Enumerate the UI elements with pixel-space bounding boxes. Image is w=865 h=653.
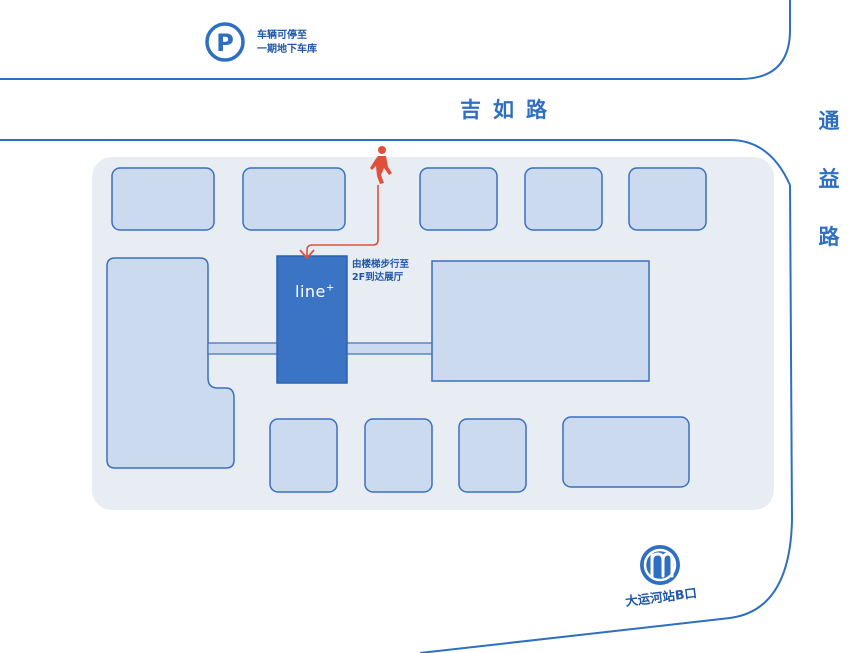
route-arrow-icon: [299, 249, 315, 260]
walking-route: [306, 185, 379, 256]
pedestrian-icon: [370, 146, 392, 184]
parking-note-line1: 车辆可停至: [257, 30, 307, 41]
building-left: [106, 257, 235, 469]
road-label-char: 通: [818, 109, 840, 133]
building: [419, 167, 498, 231]
route-note-line1: 由楼梯步行至: [352, 259, 410, 270]
road-edge-middle: [0, 139, 791, 186]
road-edge-right: [419, 184, 794, 653]
building: [628, 167, 707, 231]
venue-brand-mark: +: [325, 282, 335, 294]
building: [242, 167, 346, 231]
corridor: [345, 342, 434, 355]
building: [431, 260, 650, 382]
venue-building: [276, 255, 348, 384]
parking-icon-letter: P: [216, 29, 234, 57]
road-edge-top: [0, 0, 791, 80]
parking-note-line2: 一期地下车库: [257, 44, 317, 55]
road-label-char: 益: [818, 167, 840, 191]
route-note-line2: 2F到达展厅: [352, 272, 404, 283]
venue-logo: line+: [295, 282, 335, 301]
parking-note: 车辆可停至 一期地下车库: [257, 29, 317, 57]
building: [364, 418, 433, 493]
venue-brand: line: [295, 282, 326, 301]
road-label-tongyi: 通 益 路: [814, 92, 844, 266]
building: [458, 418, 527, 493]
building: [524, 167, 603, 231]
building: [269, 418, 338, 493]
building: [111, 167, 215, 231]
parking-icon: P: [205, 22, 245, 62]
road-label-jiru: 吉如路: [460, 98, 559, 122]
route-note: 由楼梯步行至 2F到达展厅: [352, 258, 409, 284]
metro-icon: [640, 545, 680, 585]
building: [562, 416, 690, 488]
road-label-char: 路: [818, 225, 840, 249]
corridor: [207, 342, 279, 355]
